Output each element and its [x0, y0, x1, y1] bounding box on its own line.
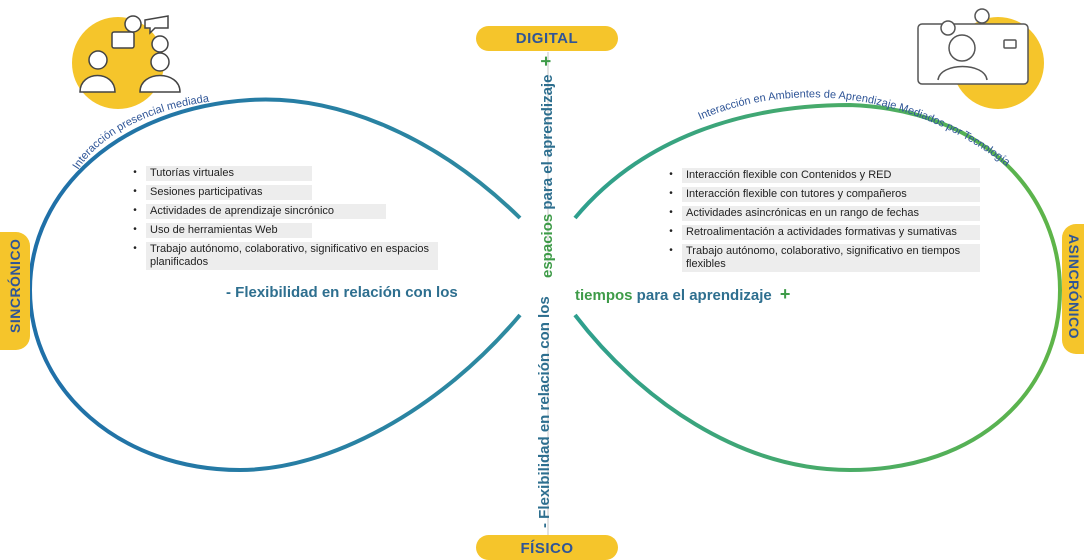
sincronico-label-box: SINCRÓNICO [0, 232, 30, 350]
horizontal-axis-right-rest: para el aprendizaje [632, 287, 772, 304]
list-item: •Interacción flexible con tutores y comp… [660, 187, 990, 202]
vertical-axis-bottom-label: - Flexibilidad en relación con los [536, 296, 553, 528]
espacios-word: espacios [539, 213, 556, 278]
right-loop-curve [573, 102, 1063, 473]
list-item: •Actividades de aprendizaje sincrónico [124, 204, 444, 219]
arc-right-label: Interacción en Ambientes de Aprendizaje … [696, 88, 1013, 169]
list-item: •Actividades asincrónicas en un rango de… [660, 206, 990, 221]
list-item: •Retroalimentación a actividades formati… [660, 225, 990, 240]
asincronico-label-box: ASINCRÓNICO [1062, 224, 1084, 354]
horizontal-plus-sign: + [779, 284, 791, 304]
list-item: •Trabajo autónomo, colaborativo, signifi… [660, 244, 990, 272]
video-call-icon [917, 8, 1029, 85]
digital-label: DIGITAL [476, 26, 618, 51]
vertical-axis-top-rest: para el aprendizaje [539, 74, 556, 214]
list-item: •Uso de herramientas Web [124, 223, 444, 238]
horizontal-axis-left-label: - Flexibilidad en relación con los [226, 284, 458, 301]
left-loop-curve [27, 97, 522, 473]
list-item: •Trabajo autónomo, colaborativo, signifi… [124, 242, 444, 270]
vertical-axis-top-label: espacios para el aprendizaje + [536, 56, 557, 278]
right-list: •Interacción flexible con Contenidos y R… [660, 168, 990, 276]
list-item: •Sesiones participativas [124, 185, 444, 200]
tiempos-word: tiempos [575, 287, 633, 304]
asincronico-label: ASINCRÓNICO [1066, 234, 1082, 340]
list-item: •Interacción flexible con Contenidos y R… [660, 168, 990, 183]
sincronico-label: SINCRÓNICO [7, 238, 23, 333]
vertical-plus-sign: + [536, 55, 556, 67]
left-list: •Tutorías virtuales •Sesiones participat… [124, 166, 444, 274]
list-item: •Tutorías virtuales [124, 166, 444, 181]
fisico-label: FÍSICO [476, 535, 618, 560]
meeting-people-icon [79, 15, 181, 93]
horizontal-axis-right-label: tiempos para el aprendizaje + [575, 284, 790, 305]
